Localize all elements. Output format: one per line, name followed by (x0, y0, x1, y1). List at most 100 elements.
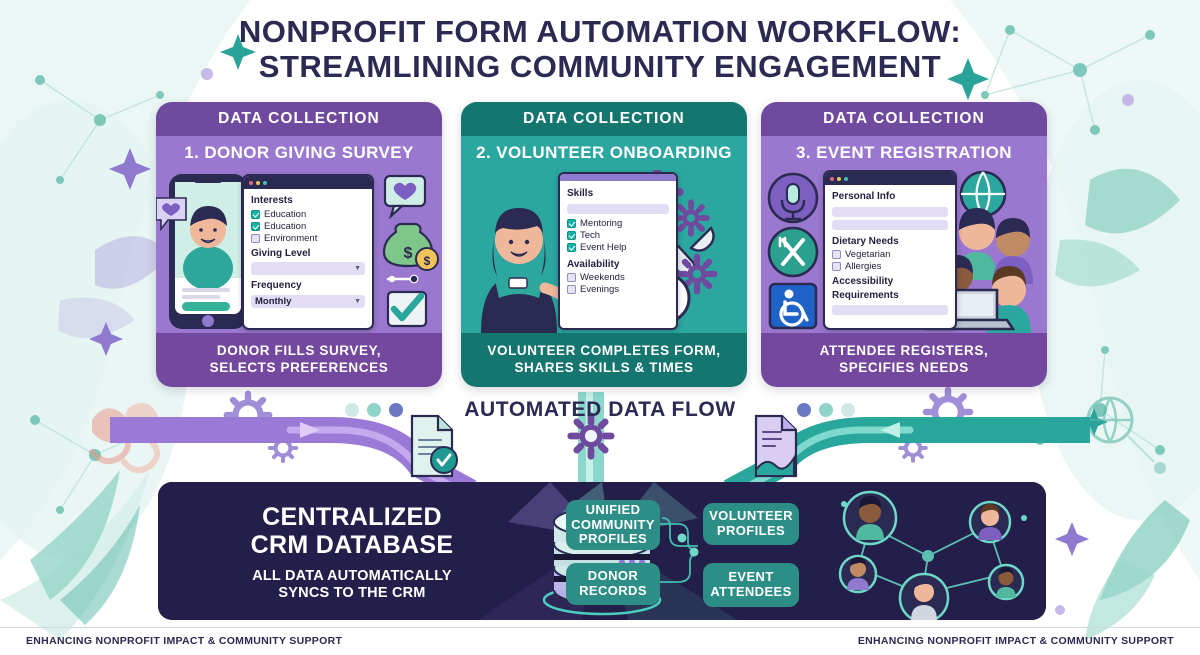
pill-event-attendees[interactable]: EVENT ATTENDEES (703, 563, 799, 607)
checkbox-row[interactable]: Vegetarian (832, 249, 948, 260)
checkbox-row[interactable]: Weekends (567, 272, 669, 283)
checkbox-row[interactable]: Mentoring (567, 218, 669, 229)
checkbox-row[interactable]: Education (251, 221, 365, 232)
checkbox-education-1[interactable] (251, 209, 260, 219)
option-label: Education (264, 208, 307, 220)
crm-subtitle: ALL DATA AUTOMATICALLY SYNCS TO THE CRM (202, 568, 502, 603)
card2-band-label: DATA COLLECTION (461, 102, 747, 136)
card2-footer-line-2: SHARES SKILLS & TIMES (514, 360, 694, 375)
interests-label: Interests (251, 195, 293, 206)
checkbox-row[interactable]: Evenings (567, 284, 669, 295)
svg-text:$: $ (424, 254, 431, 268)
card3-footer: ATTENDEE REGISTERS, SPECIFIES NEEDS (761, 333, 1047, 387)
accessibility-field[interactable] (832, 305, 948, 315)
pill-line: DONOR (587, 568, 639, 584)
card3-form-window[interactable]: Personal Info Dietary Needs Vegetarian A… (823, 170, 957, 330)
option-label: Allergies (845, 261, 882, 272)
checkbox-environment[interactable] (251, 233, 260, 243)
checkbox-weekends[interactable] (567, 273, 576, 282)
card1-illustration-area: $ $ (156, 170, 442, 333)
pill-line: ATTENDEES (710, 584, 792, 599)
option-label: Evenings (580, 284, 620, 295)
checkbox-evenings[interactable] (567, 285, 576, 294)
personal-info-field-1[interactable] (832, 206, 948, 217)
card1-footer: DONOR FILLS SURVEY, SELECTS PREFERENCES (156, 333, 442, 387)
pill-line: PROFILES (578, 531, 648, 547)
checkmark-box-icon (386, 290, 428, 328)
card2-title: 2. VOLUNTEER ONBOARDING (461, 136, 747, 170)
wheelchair-accessibility-icon (768, 282, 818, 330)
card3-illustration-area: Personal Info Dietary Needs Vegetarian A… (761, 170, 1047, 333)
checkbox-allergies[interactable] (832, 262, 841, 271)
skills-input[interactable] (567, 203, 669, 214)
checkbox-education-2[interactable] (251, 221, 260, 231)
availability-label: Availability (567, 258, 620, 270)
giving-level-label: Giving Level (251, 247, 311, 259)
card2-footer: VOLUNTEER COMPLETES FORM, SHARES SKILLS … (461, 333, 747, 387)
window-titlebar (244, 176, 372, 189)
card2-clipboard-form[interactable]: Skills Mentoring Tech Event Help Avail (558, 172, 678, 330)
checkbox-row[interactable]: Event Help (567, 242, 669, 253)
window-titlebar (825, 172, 955, 185)
slider-icon (386, 274, 419, 284)
accessibility-label: Accessibility Requirements (832, 276, 899, 301)
crm-title-line-1: CENTRALIZED (262, 503, 442, 531)
option-label: Event Help (580, 241, 627, 253)
footer-bar: ENHANCING NONPROFIT IMPACT & COMMUNITY S… (0, 627, 1200, 655)
people-network-icon (838, 490, 1027, 620)
personal-info-field-2[interactable] (832, 219, 948, 230)
dietary-needs-label: Dietary Needs (832, 235, 899, 247)
footer-left-text: ENHANCING NONPROFIT IMPACT & COMMUNITY S… (26, 635, 343, 647)
pill-line: RECORDS (579, 583, 647, 598)
crm-subtitle-line-2: SYNCS TO THE CRM (278, 585, 426, 602)
checkbox-row[interactable]: Tech (567, 230, 669, 241)
window-maximize-dot (263, 180, 267, 185)
card-event-registration[interactable]: DATA COLLECTION 3. EVENT REGISTRATION (761, 102, 1047, 387)
document-signature-icon (754, 414, 798, 478)
pill-volunteer-profiles[interactable]: VOLUNTEER PROFILES (703, 503, 799, 545)
window-minimize-dot (837, 176, 841, 181)
money-bag-icon: $ $ (382, 222, 439, 271)
window-maximize-dot (844, 176, 848, 181)
card-volunteer-onboarding[interactable]: DATA COLLECTION 2. VOLUNTEER ONBOARDING (461, 102, 747, 387)
pill-line: COMMUNITY (571, 516, 655, 532)
globe-icon (959, 170, 1007, 218)
card1-form-window[interactable]: Interests Education Education Environmen… (242, 174, 374, 330)
option-label: Environment (264, 232, 318, 244)
gear-icon (676, 253, 718, 295)
card1-title: 1. DONOR GIVING SURVEY (156, 136, 442, 170)
donor-on-phone-illustration: $ $ (156, 174, 439, 329)
svg-text:$: $ (404, 245, 413, 262)
window-close-dot (830, 176, 834, 181)
pill-line: VOLUNTEER (709, 508, 793, 524)
card-donor-giving-survey[interactable]: DATA COLLECTION 1. DONOR GIVING SURVEY (156, 102, 442, 387)
checkbox-event-help[interactable] (567, 242, 576, 252)
crm-title: CENTRALIZED CRM DATABASE (202, 503, 502, 559)
pill-line: UNIFIED (585, 501, 641, 517)
card2-footer-line-1: VOLUNTEER COMPLETES FORM, (487, 343, 721, 359)
fork-knife-icon (767, 226, 819, 278)
window-close-dot (249, 180, 253, 185)
skills-label: Skills (567, 188, 594, 199)
card1-footer-line-2: SELECTS PREFERENCES (209, 360, 389, 375)
page-title: NONPROFIT FORM AUTOMATION WORKFLOW: STRE… (0, 14, 1200, 85)
window-minimize-dot (256, 180, 260, 185)
card3-footer-line-2: SPECIFIES NEEDS (839, 360, 969, 375)
crm-title-line-2: CRM DATABASE (250, 530, 454, 559)
checkbox-vegetarian[interactable] (832, 250, 841, 259)
event-attendees-with-laptop-illustration (767, 170, 1033, 333)
centralized-crm-panel: CENTRALIZED CRM DATABASE ALL DATA AUTOMA… (158, 482, 1046, 620)
checkbox-row[interactable]: Education (251, 209, 365, 220)
checkbox-row[interactable]: Environment (251, 233, 365, 244)
checkbox-mentoring[interactable] (567, 218, 576, 228)
pill-unified-community-profiles[interactable]: UNIFIED COMMUNITY PROFILES (566, 500, 660, 550)
footer-right-text: ENHANCING NONPROFIT IMPACT & COMMUNITY S… (857, 635, 1174, 647)
frequency-select[interactable]: Monthly ▼ (251, 294, 365, 308)
option-label: Education (264, 220, 307, 232)
giving-level-select[interactable]: ▼ (251, 262, 365, 275)
checkbox-tech[interactable] (567, 230, 576, 240)
crm-subtitle-line-1: ALL DATA AUTOMATICALLY (252, 568, 452, 584)
pill-donor-records[interactable]: DONOR RECORDS (566, 563, 660, 605)
checkbox-row[interactable]: Allergies (832, 261, 948, 272)
